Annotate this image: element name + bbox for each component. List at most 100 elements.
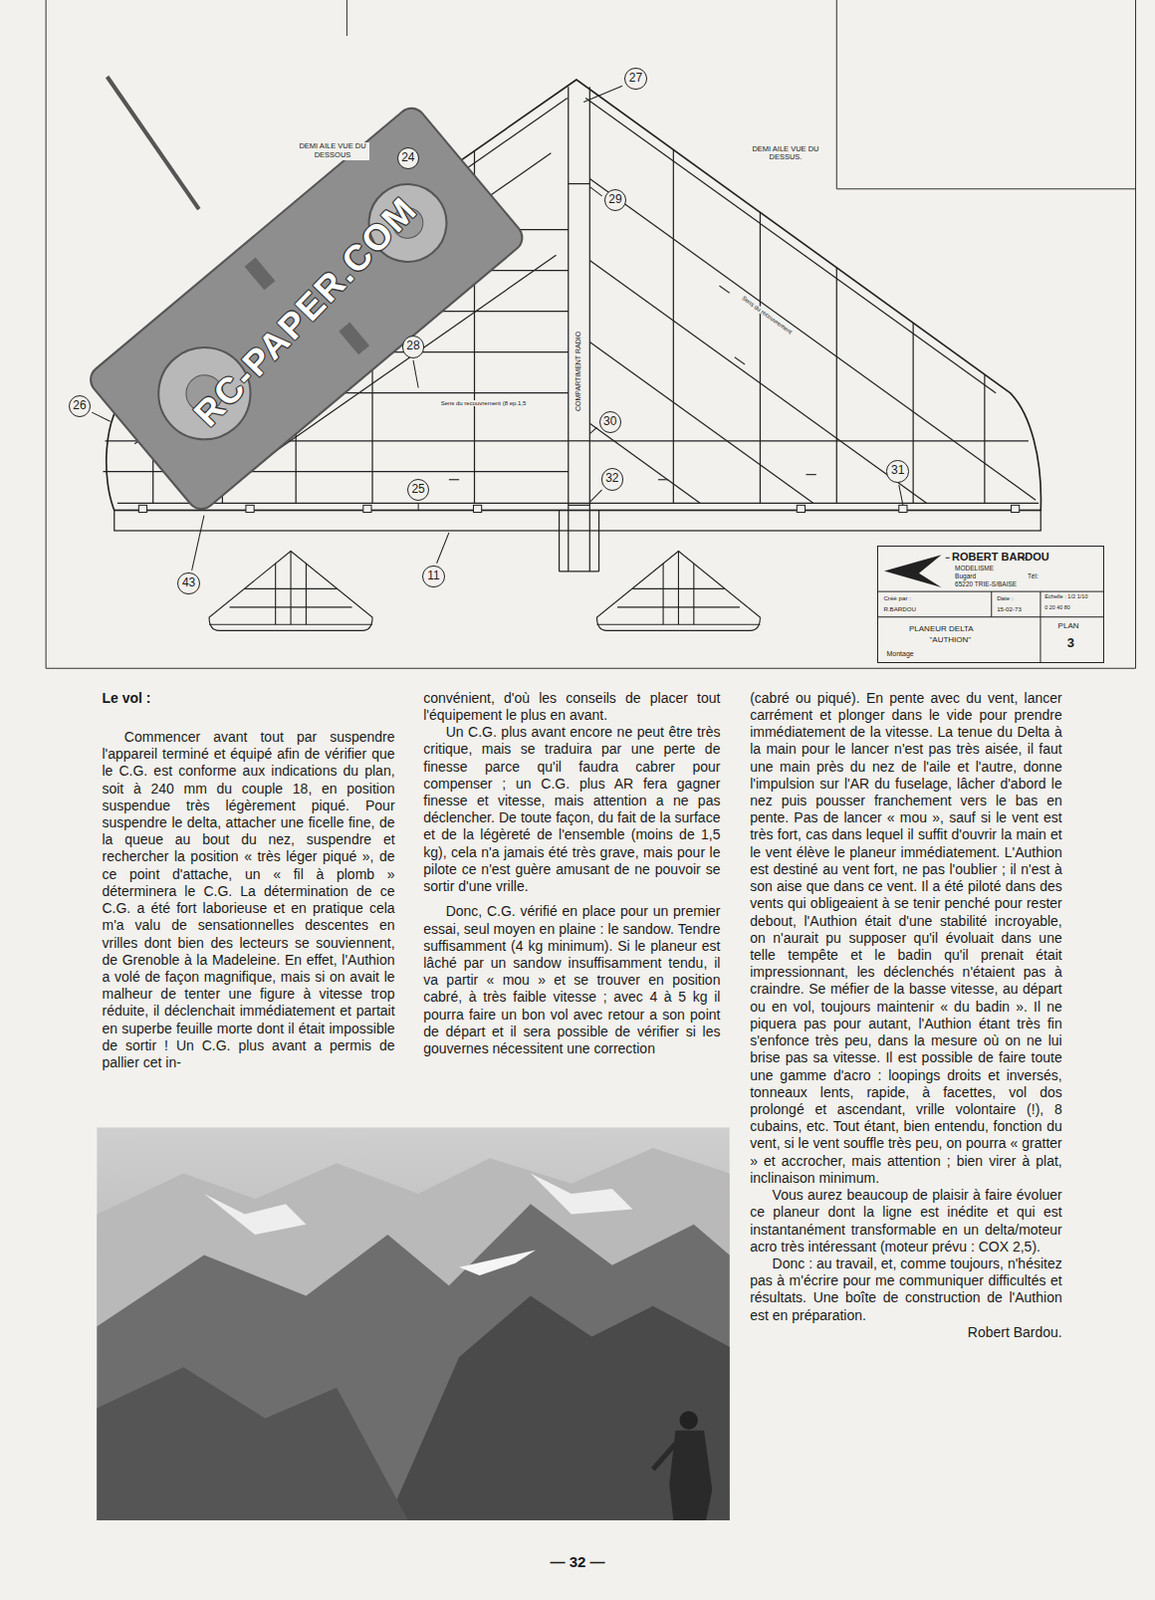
hinge-marks	[138, 504, 1019, 512]
leader-lines-part	[589, 427, 597, 434]
photo	[96, 1127, 729, 1521]
callout-number: 11	[422, 565, 446, 589]
elevon-views-part	[596, 550, 760, 631]
leader-lines-part	[589, 187, 602, 197]
leader-lines-part	[91, 412, 110, 422]
article-paragraph: Commencer avant tout par suspendre l'app…	[101, 728, 395, 1072]
remote-control-watermark-part-part	[84, 102, 528, 515]
elevon-views-part	[209, 550, 373, 631]
drawing-title: PLANEUR DELTA	[909, 625, 974, 634]
callout-number: 31	[886, 460, 910, 483]
grain-note: Sens du recouvrement	[738, 293, 795, 337]
field-label: Date :	[996, 595, 1014, 603]
sheet-frame-part	[45, 0, 47, 669]
callout-number: 25	[407, 478, 431, 502]
compartment-label: COMPARTIMENT RADIO	[574, 329, 582, 414]
hinge-marks-part	[245, 504, 254, 512]
section-heading: Le vol :	[101, 690, 395, 707]
grid-line	[878, 591, 1104, 593]
article-paragraph: Un C.G. plus avant encore ne peut être t…	[423, 723, 720, 896]
wing-structure-part	[117, 502, 1039, 504]
elevon-views-part	[663, 563, 665, 625]
grain-note: Sens du recouvrement (8 ep.1,5	[439, 400, 529, 407]
sheet-number: 3	[1067, 636, 1075, 651]
photo-part	[653, 1443, 677, 1470]
photo-part	[96, 1367, 409, 1521]
drawing-subtitle: Montage	[886, 650, 914, 658]
photo-part	[204, 1193, 306, 1235]
photo-part	[530, 1173, 633, 1215]
dash-arrows-part	[806, 473, 817, 475]
elevon-views-part	[693, 563, 694, 625]
wing-structure-part	[983, 374, 985, 503]
article-paragraph: Donc : au travail, et, comme toujours, n…	[749, 1255, 1063, 1325]
watermark: RC-PAPER.COM	[186, 188, 427, 435]
wing-structure-part	[589, 440, 1029, 442]
elevon-views-part	[244, 588, 337, 590]
callout-number: 24	[397, 147, 421, 171]
remote-control-watermark-part	[107, 76, 200, 210]
grid-line	[945, 557, 950, 559]
text-column: convénient, d'où les conseils de placer …	[423, 690, 720, 1059]
hinge-marks-part	[472, 504, 481, 512]
page-number: — 32 —	[549, 1553, 605, 1571]
address-line: Bugard	[954, 573, 976, 581]
elevon-views-part	[305, 563, 307, 625]
wing-structure-part	[558, 509, 560, 571]
field-value: 15-02-73	[996, 606, 1022, 614]
leader-lines-part	[418, 502, 420, 510]
wing-structure-part	[114, 509, 1041, 530]
wing-structure-part	[589, 86, 591, 572]
photo-part	[387, 1296, 729, 1521]
callout-number: 32	[601, 467, 625, 491]
view-label: DEMI AILE VUE DU DESSUS.	[747, 145, 824, 163]
address-line: 65220 TRIE-S/BAISE	[954, 581, 1017, 589]
photo-part	[459, 1249, 536, 1276]
leader-lines-part	[437, 532, 450, 564]
author-name: ROBERT BARDOU	[951, 551, 1050, 564]
leader-lines-part	[899, 484, 904, 505]
phone-label: Tél:	[1027, 573, 1039, 581]
hinge-marks-part	[796, 504, 805, 512]
wing-structure-part	[589, 341, 813, 503]
photo-part	[96, 1127, 729, 1521]
wing-structure-part	[589, 259, 926, 503]
dash-arrows	[449, 285, 817, 480]
callout-number: 26	[68, 395, 92, 419]
wing-structure-part	[568, 440, 591, 442]
elevon-views-part	[289, 550, 291, 625]
elevon-views-part	[617, 606, 740, 608]
remote-control-watermark-part	[84, 102, 528, 515]
text-column: Le vol : Commencer avant tout par suspend…	[101, 690, 395, 1073]
wing-structure-part	[598, 509, 600, 571]
elevon-views-part	[678, 550, 680, 625]
dash-arrows-part	[718, 285, 729, 293]
photo-part	[96, 1203, 729, 1521]
scale-label: Echelle : 1/2 1/10	[1044, 594, 1088, 601]
grid-line	[991, 591, 993, 618]
drawing-title: "AUTHION"	[929, 636, 972, 645]
article-paragraph: convénient, d'où les conseils de placer …	[423, 690, 720, 724]
photo-part	[679, 1410, 697, 1429]
callout-number: 28	[402, 335, 426, 359]
wing-structure-part	[589, 178, 1036, 500]
article-paragraph: Vous aurez beaucoup de plaisir à faire é…	[749, 1186, 1063, 1256]
sheet-frame-part	[1135, 0, 1137, 669]
signature: Robert Bardou.	[749, 1324, 1063, 1342]
remote-control-watermark	[84, 76, 528, 515]
sheet-frame-part	[45, 668, 1136, 670]
remote-control-watermark-part-part	[244, 257, 276, 291]
article-paragraph: Donc, C.G. vérifié en place pour un prem…	[423, 903, 720, 1058]
wing-structure-part	[589, 423, 700, 503]
elevon-views	[209, 550, 760, 631]
sheet-frame-part	[836, 0, 838, 190]
elevon-views-part	[230, 606, 353, 608]
scale-bar-value: 0 20 40 80	[1044, 605, 1070, 612]
grid-line	[878, 616, 1104, 618]
logo	[884, 554, 941, 588]
leader-lines-part	[192, 515, 205, 571]
sheet-frame-part	[836, 188, 1136, 190]
wing-structure-part	[673, 150, 675, 504]
field-label: Créé par :	[883, 595, 912, 603]
